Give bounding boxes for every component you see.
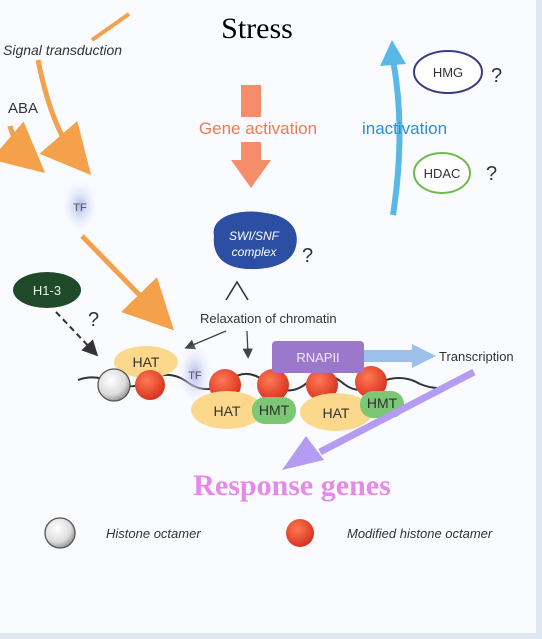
transcription-arrow-shaft (364, 350, 414, 362)
rnapii-box (272, 341, 364, 373)
hat-bottom-2 (300, 393, 372, 431)
hat-bottom-1-label: HAT (214, 403, 241, 419)
swi-question: ? (302, 245, 313, 267)
hmg-label: HMG (433, 65, 463, 80)
aba-arrow (0, 121, 46, 174)
transcription-arrow-head (412, 344, 436, 368)
hat-bottom-2-label: HAT (323, 405, 350, 421)
tf-to-chromatin-arrow (80, 234, 174, 331)
hdac-label: HDAC (424, 166, 461, 181)
frame-right-edge (536, 0, 542, 639)
hat-bottom-1 (191, 391, 263, 429)
frame-bottom-edge (0, 633, 542, 639)
response-arrow-shaft (318, 368, 476, 456)
swi-snf-line2: complex (232, 245, 278, 259)
hmg-node (413, 50, 483, 94)
gene-activation-arrow-shaft (241, 142, 261, 160)
title: Stress (221, 12, 293, 45)
gene-activation-arrow-top (241, 85, 261, 117)
aba-label: ABA (8, 100, 38, 117)
swi-snf-line1: SWI/SNF (229, 229, 280, 243)
signal-line (90, 12, 131, 42)
hat-left-label: HAT (133, 354, 160, 370)
relaxation-arrow-right (242, 330, 253, 359)
tf-chromatin-label: TF (188, 370, 202, 382)
legend-modified-histone-icon (286, 519, 314, 547)
response-genes-label: Response genes (193, 469, 391, 502)
swi-snf-blob (213, 211, 297, 270)
legend-histone-icon (44, 517, 76, 549)
relaxation-caret (225, 280, 249, 301)
inactivation-label: inactivation (362, 119, 447, 138)
rnapii-label: RNAPII (296, 350, 339, 365)
gene-activation-label: Gene activation (199, 119, 317, 138)
legend: Histone octamer Modified histone octamer (44, 517, 493, 549)
hat-left (114, 346, 178, 378)
h1-question: ? (88, 309, 99, 331)
legend-modified-histone-label: Modified histone octamer (347, 526, 493, 541)
tf-upper-label: TF (73, 202, 87, 214)
hdac-node (413, 152, 471, 194)
h1-3-label: H1-3 (33, 283, 61, 298)
histone-modified-4 (306, 369, 338, 401)
h1-dashed-arrow (55, 311, 99, 357)
signal-arrow (35, 59, 92, 176)
legend-histone-label: Histone octamer (106, 526, 201, 541)
inactivation-arrow-head (380, 40, 406, 66)
hmg-question: ? (491, 65, 502, 87)
histone-modified-3 (257, 369, 289, 401)
transcription-label: Transcription (439, 349, 514, 364)
hmt-1 (252, 397, 296, 424)
h1-3-node (13, 272, 81, 308)
hdac-question: ? (486, 163, 497, 185)
histone-unmodified (97, 368, 131, 402)
tf-blob-upper (62, 180, 98, 232)
histone-modified-1 (135, 370, 165, 400)
gene-activation-arrow-head (231, 160, 271, 188)
relaxation-label: Relaxation of chromatin (200, 311, 337, 326)
signal-transduction-label: Signal transduction (3, 42, 122, 58)
histone-modified-5 (355, 366, 387, 398)
hmt-2-label: HMT (367, 395, 398, 411)
hmt-1-label: HMT (259, 402, 290, 418)
tf-blob-chromatin (178, 344, 212, 404)
inactivation-arrow (390, 59, 403, 216)
response-arrow-head (282, 436, 324, 470)
